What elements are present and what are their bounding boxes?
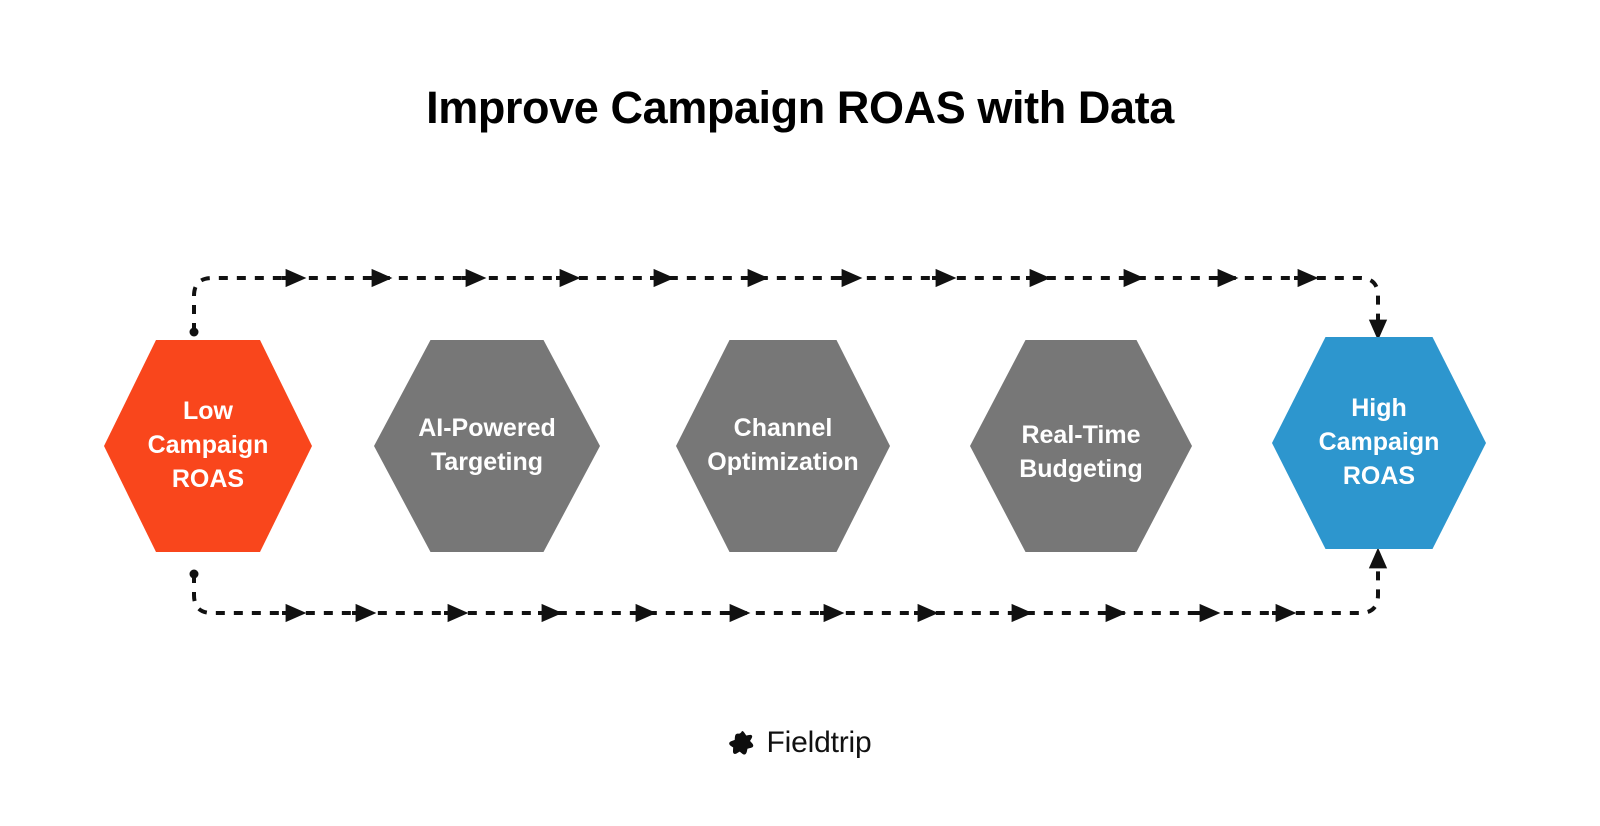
star-splat-icon — [728, 731, 753, 755]
node-label: AI-Powered Targeting — [418, 414, 556, 476]
node-label: High Campaign ROAS — [1318, 394, 1440, 490]
node-label: Channel Optimization — [707, 414, 859, 476]
top-loop-connector — [192, 268, 1388, 341]
node-label: Low Campaign ROAS — [147, 397, 269, 493]
node-channel-optimization[interactable]: Channel Optimization — [676, 340, 890, 552]
brand-name: Fieldtrip — [766, 726, 872, 759]
node-label: Real-Time Budgeting — [1019, 421, 1143, 483]
bottom-loop-connector — [192, 547, 1388, 623]
footer-brand: Fieldtrip — [0, 726, 1600, 760]
page-title: Improve Campaign ROAS with Data — [426, 82, 1174, 133]
